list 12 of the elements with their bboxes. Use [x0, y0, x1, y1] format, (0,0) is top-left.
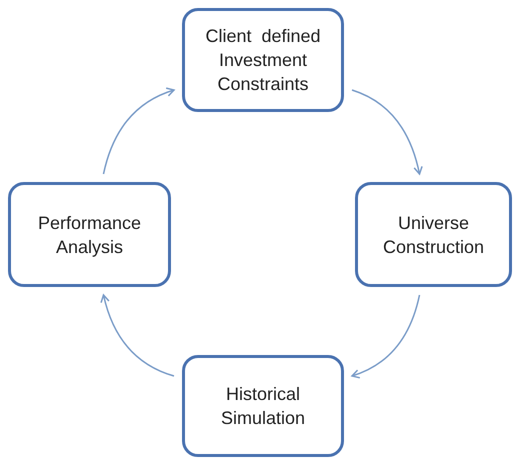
- box-label: Client defined Investment Constraints: [204, 25, 322, 96]
- curved-arrow: [100, 294, 174, 377]
- curved-arrow: [352, 89, 423, 175]
- box-label: Universe Construction: [382, 212, 486, 258]
- box-label: Historical Simulation: [220, 383, 306, 430]
- process-box: [182, 355, 344, 457]
- curved-arrow: [102, 88, 175, 174]
- process-box: [182, 8, 344, 112]
- box-label: Performance Analysis: [36, 212, 142, 258]
- process-box: [355, 182, 512, 287]
- process-box: [8, 182, 171, 287]
- curved-arrow: [351, 294, 420, 378]
